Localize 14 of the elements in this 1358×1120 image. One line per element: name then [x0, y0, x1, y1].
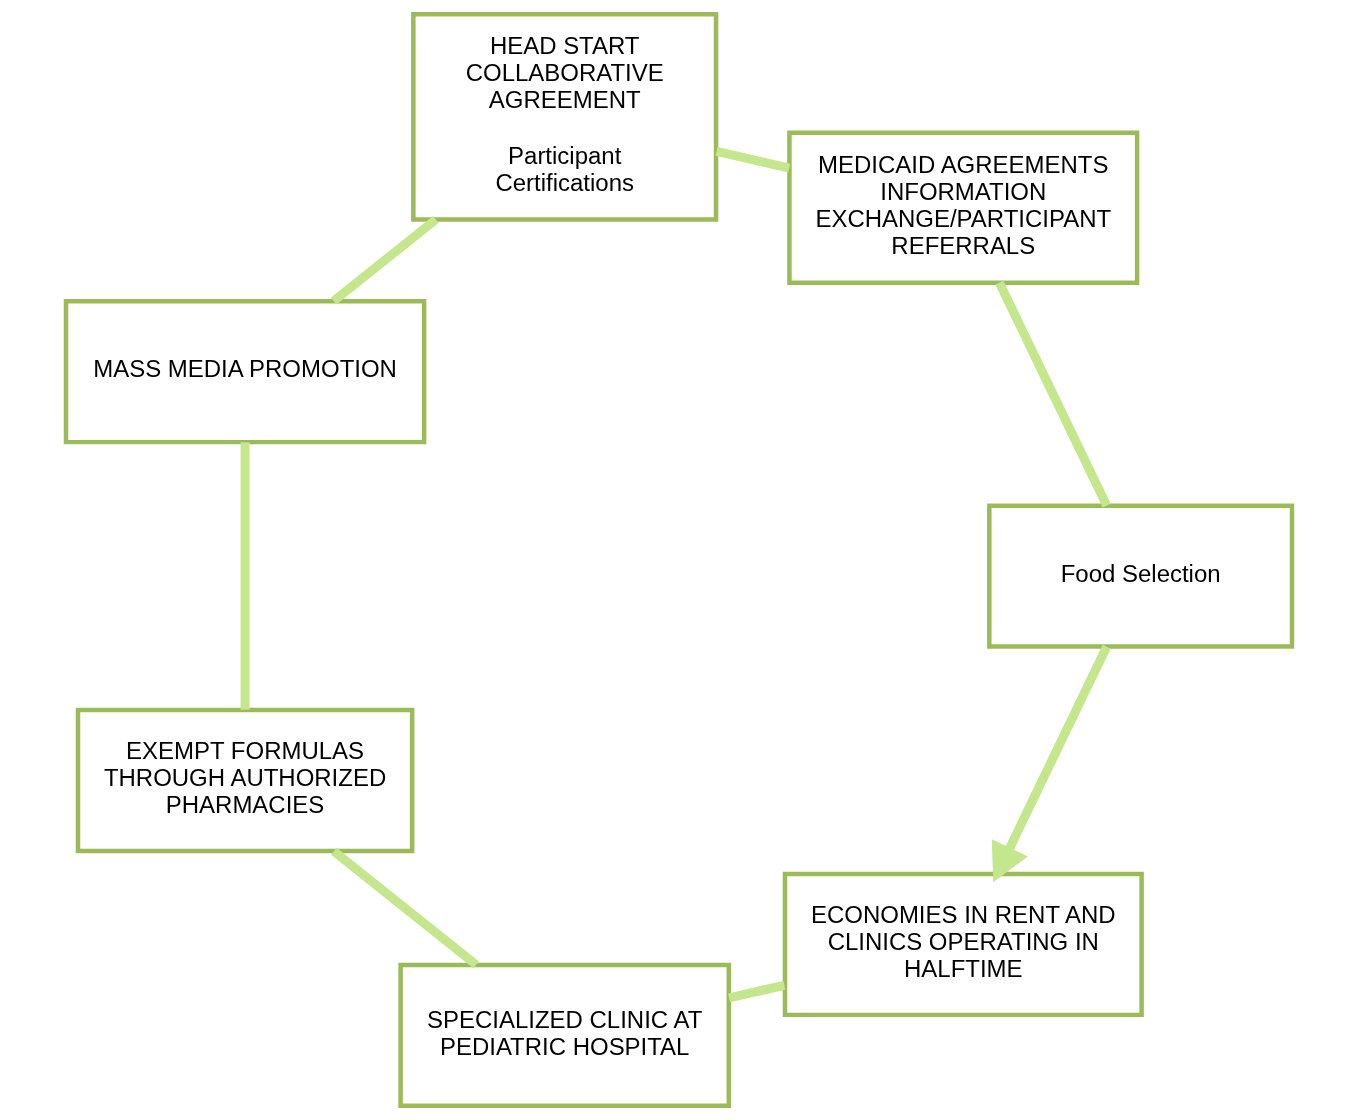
connector	[330, 216, 439, 305]
node-box: MEDICAID AGREEMENTS INFORMATION EXCHANGE/PARTICIPANT REFERRALS	[787, 130, 1140, 285]
node-box: MASS MEDIA PROMOTION	[63, 299, 427, 445]
connector	[995, 280, 1111, 508]
node-box: SPECIALIZED CLINIC AT PEDIATRIC HOSPITAL	[398, 962, 732, 1109]
arrow	[991, 644, 1111, 883]
node-box: Food Selection	[987, 503, 1295, 649]
connector	[728, 980, 786, 1003]
connector	[240, 442, 250, 710]
node-box: EXEMPT FORMULAS THROUGH AUTHORIZED PHARMACIES	[75, 707, 415, 854]
node-box: ECONOMIES IN RENT AND CLINICS OPERATING IN HALFTIME	[782, 871, 1144, 1018]
node-box: HEAD START COLLABORATIVE AGREEMENT Participant Certifications	[411, 11, 719, 222]
connector	[715, 147, 791, 173]
connector	[331, 847, 479, 969]
